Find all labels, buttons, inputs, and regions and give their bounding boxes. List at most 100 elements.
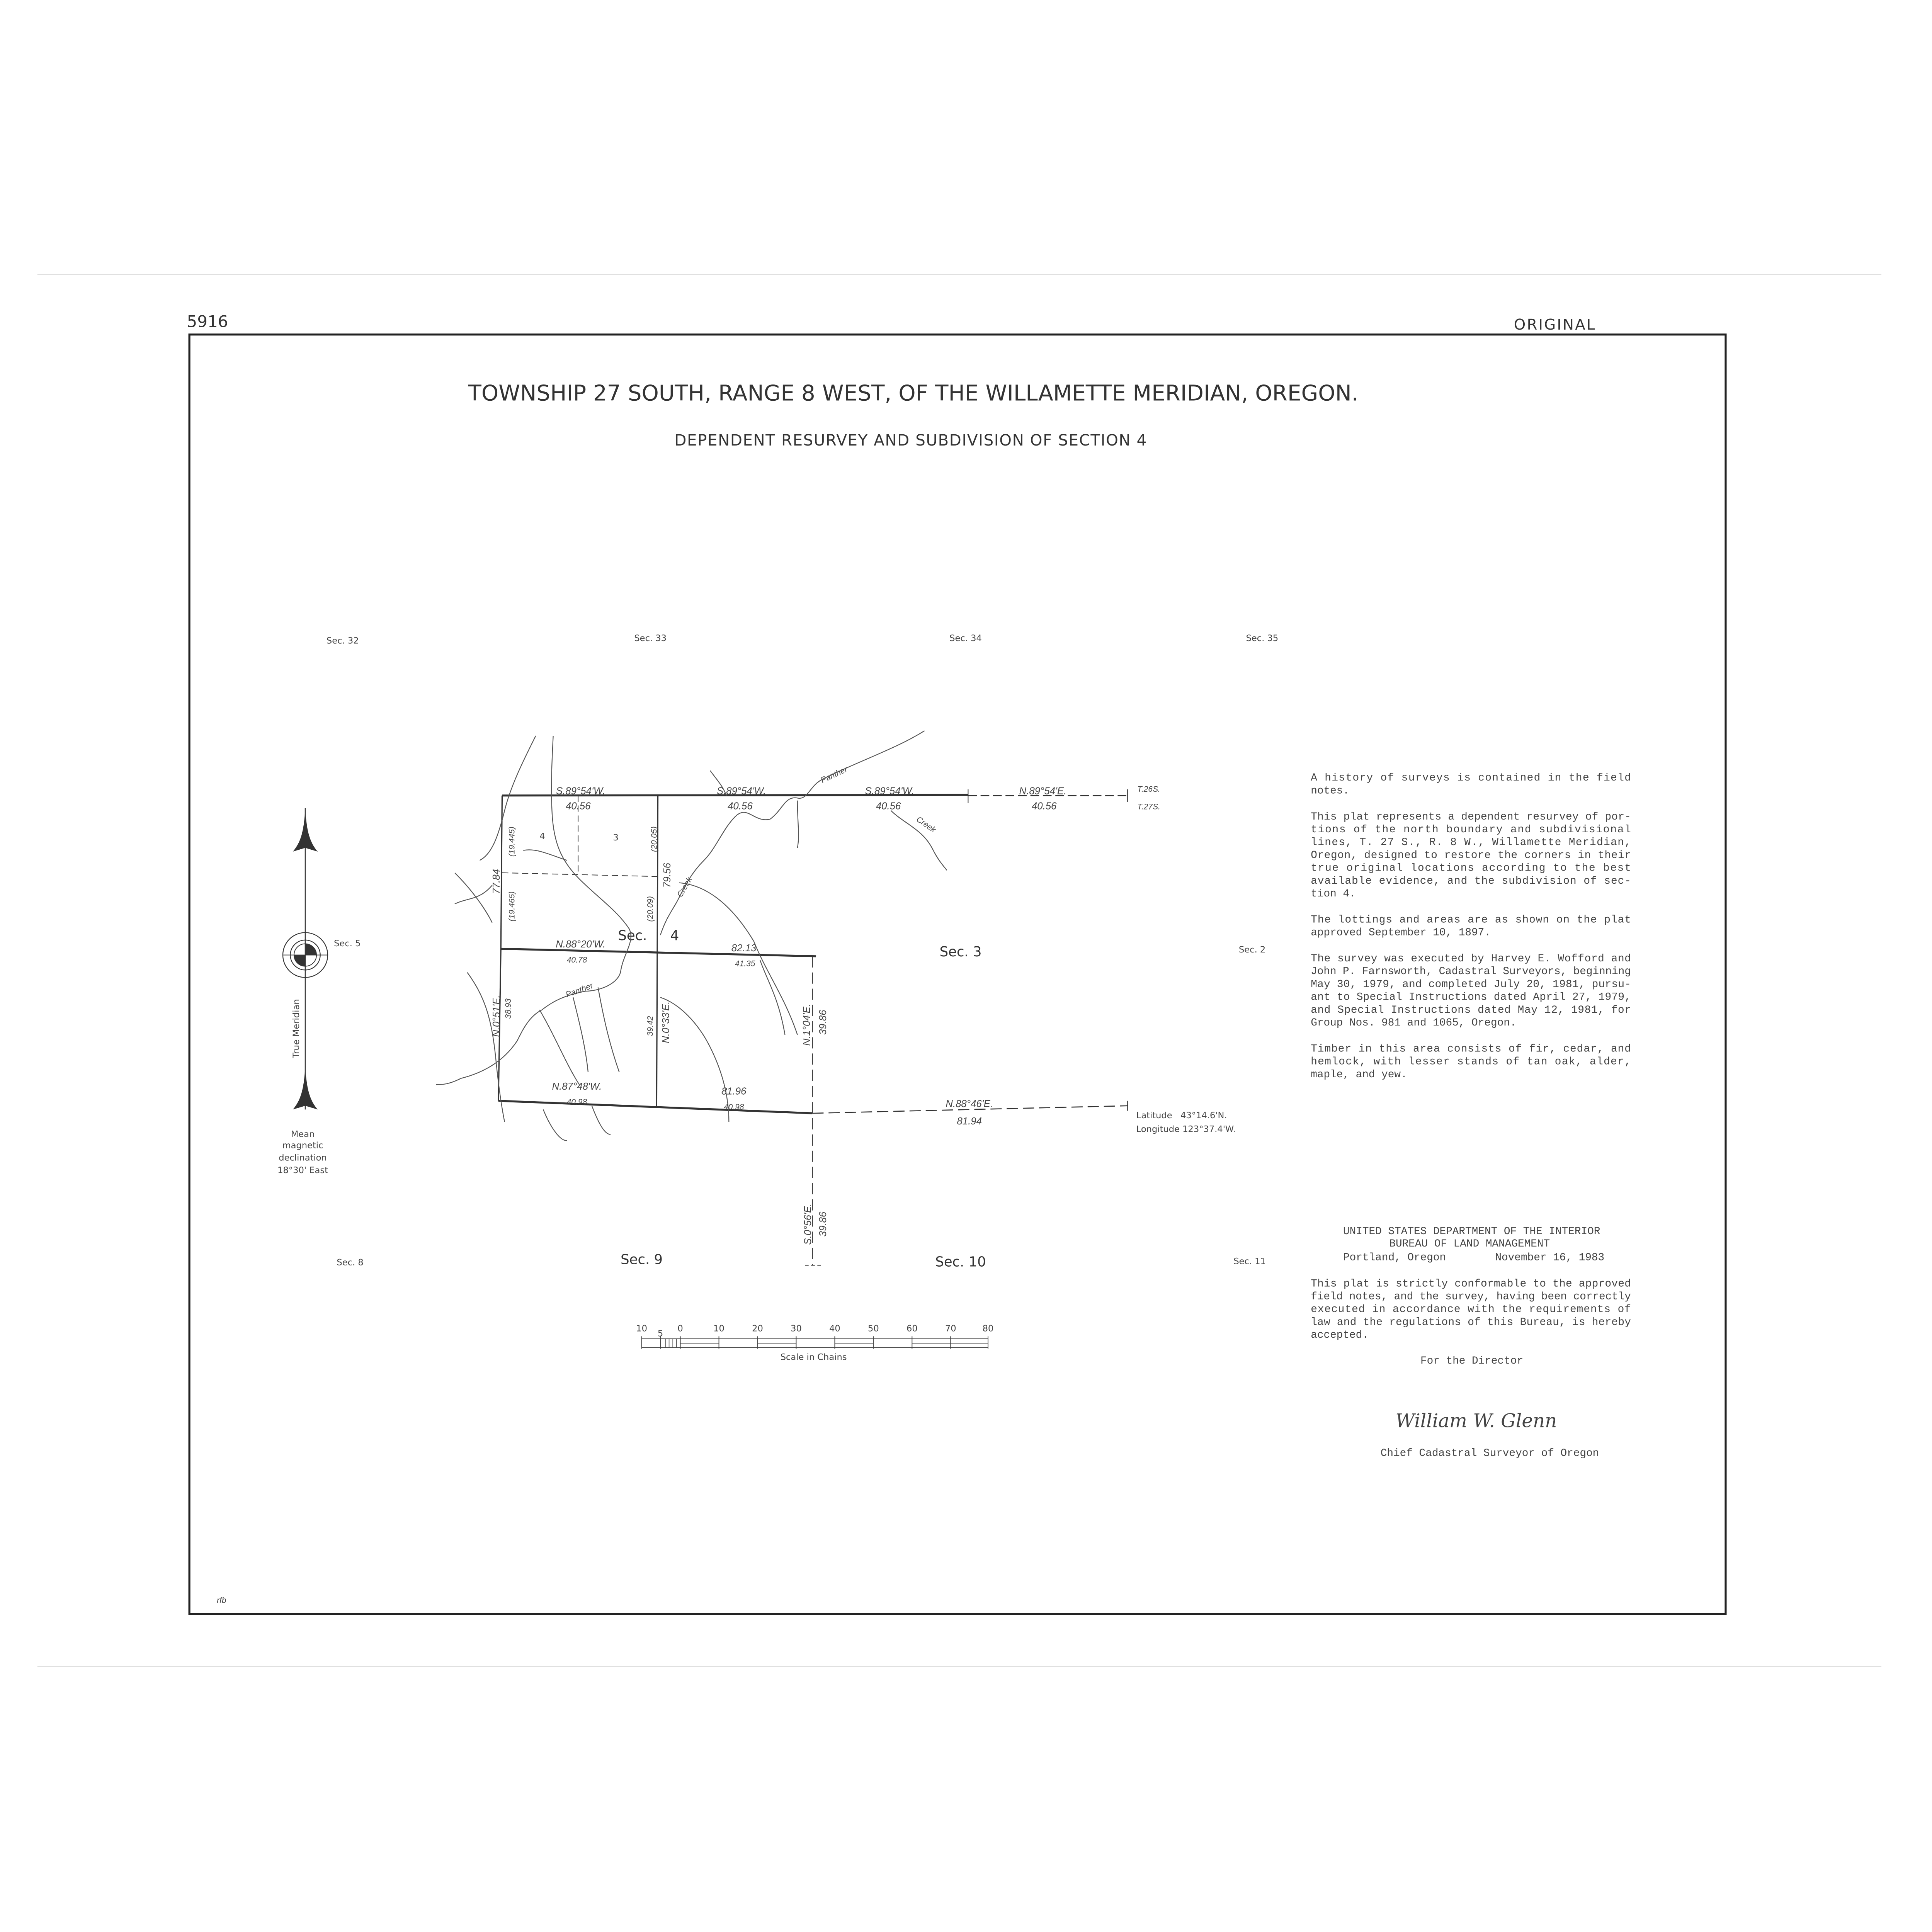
section-label: Sec. 33 — [634, 633, 667, 643]
page-title: TOWNSHIP 27 SOUTH, RANGE 8 WEST, OF THE … — [468, 381, 1358, 406]
statement-line: law and the regulations of this Bureau, … — [1311, 1316, 1631, 1328]
note-line: Timber in this area consists of fir, ced… — [1311, 1043, 1631, 1055]
bearing: S.0°56'E. — [803, 1204, 813, 1245]
distance: 40.56 — [876, 801, 901, 811]
declination-line: 18°30' East — [277, 1165, 328, 1175]
note-line: The lottings and areas are as shown on t… — [1311, 914, 1631, 926]
note-line: This plat represents a dependent resurve… — [1311, 811, 1631, 823]
bearing: S.89°54'W. — [556, 786, 605, 797]
distance: 39.86 — [818, 1010, 828, 1035]
distance: 40.98 — [567, 1098, 587, 1107]
section-label: Sec. 10 — [935, 1254, 986, 1270]
distance: 81.96 — [721, 1086, 747, 1097]
distance: 40.78 — [567, 956, 587, 964]
distance: (20.09) — [646, 896, 655, 922]
distance: 39.86 — [818, 1211, 828, 1236]
statement-line: field notes, and the survey, having been… — [1311, 1291, 1631, 1303]
declination-note: Mean magnetic declination 18°30' East — [277, 1129, 328, 1175]
note-line: approved September 10, 1897. — [1311, 927, 1491, 939]
bearing: N.1°04'E. — [801, 1004, 812, 1046]
scale-tick-label: 50 — [868, 1323, 879, 1333]
drafter-initials: rfb — [217, 1596, 226, 1605]
survey-notes: A history of surveys is contained in the… — [1311, 772, 1631, 1081]
declination-line: Mean — [291, 1129, 315, 1139]
distance: 81.94 — [957, 1116, 982, 1127]
creek-name: Panther — [565, 981, 595, 999]
lot-number: 3 — [613, 833, 618, 843]
scale-tick-label: 40 — [829, 1323, 840, 1333]
section-label: Sec. 35 — [1246, 633, 1279, 643]
signer-title: Chief Cadastral Surveyor of Oregon — [1381, 1447, 1599, 1459]
map-border — [188, 333, 1727, 1615]
note-line: A history of surveys is contained in the… — [1311, 772, 1631, 784]
scale-tick-label: 5 — [658, 1328, 663, 1338]
distance: 82.13 — [731, 943, 757, 954]
true-meridian-label: True Meridian — [291, 999, 301, 1058]
statement-line: executed in accordance with the requirem… — [1311, 1304, 1631, 1316]
section-label: Sec. 5 — [334, 939, 361, 949]
distance: 38.93 — [504, 998, 513, 1019]
survey-lines — [498, 789, 1128, 1266]
declination-line: magnetic — [282, 1140, 323, 1150]
bearing: N.0°33'E. — [661, 1002, 672, 1043]
section-label: Sec. — [618, 928, 647, 944]
distance: 40.56 — [728, 801, 753, 811]
distance: 77.84 — [491, 869, 502, 894]
distance: (19.445) — [508, 827, 517, 857]
township-label: T.27S. — [1137, 802, 1160, 811]
section-label: Sec. 11 — [1233, 1256, 1266, 1266]
bearing: N.88°46'E. — [946, 1099, 993, 1109]
note-line: ant to Special Instructions dated April … — [1311, 992, 1631, 1003]
lot-number: 4 — [539, 832, 545, 842]
distance: (20.05) — [650, 827, 658, 852]
distance: 79.56 — [662, 862, 673, 888]
original-stamp: ORIGINAL — [1514, 316, 1596, 333]
section-label: Sec. 8 — [337, 1257, 363, 1267]
meridian-arrow-icon — [282, 808, 328, 1110]
note-line: lines, T. 27 S., R. 8 W., Willamette Mer… — [1311, 837, 1631, 849]
scale-tick-label: 10 — [713, 1323, 724, 1333]
approval-block: UNITED STATES DEPARTMENT OF THE INTERIOR… — [1311, 1226, 1631, 1459]
bureau: BUREAU OF LAND MANAGEMENT — [1389, 1238, 1550, 1250]
scale-tick-label: 10 — [636, 1323, 647, 1333]
latitude: Latitude 43°14.6'N. — [1136, 1111, 1227, 1121]
scale-tick-label: 60 — [906, 1323, 918, 1333]
section-label: Sec. 34 — [949, 633, 982, 643]
section-label: 4 — [670, 928, 679, 944]
statement-line: accepted. — [1311, 1329, 1369, 1341]
approval-date: November 16, 1983 — [1495, 1252, 1604, 1264]
distance: 40.98 — [724, 1102, 744, 1111]
note-line: Group Nos. 981 and 1065, Oregon. — [1311, 1017, 1516, 1029]
bearing: N.87°48'W. — [552, 1081, 602, 1092]
note-line: maple, and yew. — [1311, 1069, 1407, 1081]
declination-line: declination — [279, 1153, 327, 1163]
place: Portland, Oregon — [1343, 1252, 1446, 1264]
distance: 40.56 — [566, 801, 591, 811]
note-line: May 30, 1979, and completed July 20, 198… — [1311, 978, 1631, 990]
scale-tick-label: 30 — [791, 1323, 802, 1333]
bearing-labels: S.89°54'W. 40.56 S.89°54'W. 40.56 S.89°5… — [491, 785, 1160, 1245]
creek-name: Panther — [820, 765, 849, 785]
distance: 41.35 — [735, 959, 755, 968]
note-line: notes. — [1311, 785, 1349, 797]
section-label: Sec. 3 — [940, 944, 982, 960]
section-label: Sec. 2 — [1239, 945, 1265, 955]
statement-line: This plat is strictly conformable to the… — [1311, 1278, 1631, 1290]
note-line: tions of the north boundary and subdivis… — [1311, 824, 1631, 836]
bearing: S.89°54'W. — [865, 786, 914, 797]
scale-tick-label: 20 — [752, 1323, 763, 1333]
plat-number: 5916 — [187, 312, 228, 331]
page-subtitle: DEPENDENT RESURVEY AND SUBDIVISION OF SE… — [674, 431, 1147, 449]
township-label: T.26S. — [1137, 785, 1160, 794]
note-line: The survey was executed by Harvey E. Wof… — [1311, 953, 1631, 965]
note-line: tion 4. — [1311, 888, 1355, 900]
section-label: Sec. 32 — [327, 636, 359, 646]
distance: 39.42 — [646, 1016, 655, 1036]
creek-name: Creek — [675, 875, 694, 899]
for-director: For the Director — [1420, 1355, 1523, 1367]
scale-tick-label: 70 — [945, 1323, 956, 1333]
note-line: John P. Farnsworth, Cadastral Surveyors,… — [1311, 966, 1631, 978]
note-line: available evidence, and the subdivision … — [1311, 875, 1631, 887]
